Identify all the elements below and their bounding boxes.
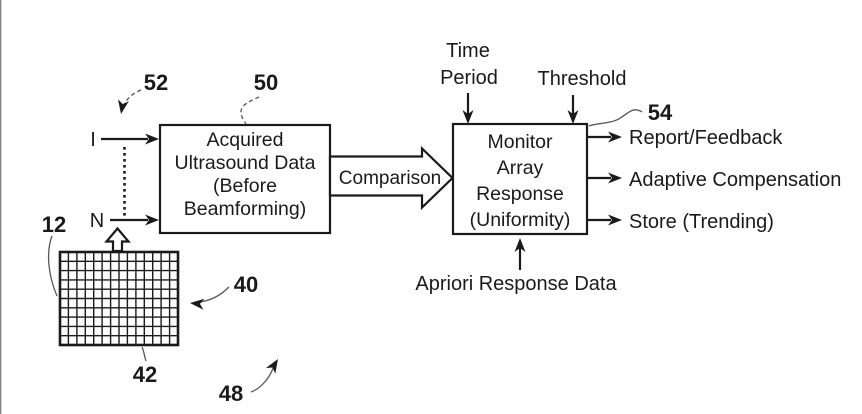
apriori-arrowhead-icon [514,238,526,252]
threshold-arrowhead-icon [567,110,579,124]
monitor-box-line4: (Uniformity) [470,209,571,231]
time-period-label-line1: Time [446,40,490,62]
channel-first-arrowhead-icon [145,133,159,145]
channel-first-label: I [90,129,96,151]
monitor-box-line3: Response [476,183,564,205]
time-period-label-line2: Period [440,67,498,89]
apriori-label: Apriori Response Data [415,273,617,295]
ref-42: 42 [133,362,157,387]
acquired-box-line3: (Before [213,175,277,197]
comparison-label: Comparison [339,168,441,189]
ref-48: 48 [219,381,243,406]
ref-48-arrowhead-icon [265,359,278,374]
ref-50-leader [240,96,260,125]
output-store-arrowhead-icon [608,214,622,226]
monitor-box-line1: Monitor [487,131,553,153]
channel-last-label: N [90,210,104,232]
time-period-arrowhead-icon [462,110,474,124]
ref-52-arrowhead-icon [118,99,129,114]
ref-40-arrowhead-icon [190,298,205,310]
ref-50: 50 [254,70,278,95]
monitor-box-line2: Array [497,157,544,179]
acquired-box-line4: Beamforming) [184,198,306,220]
ref-48-leader [250,365,275,393]
output-adaptive-arrowhead-icon [608,172,622,184]
transducer-open-arrow-icon [104,226,131,253]
output-report-arrowhead-icon [608,131,622,143]
ref-12: 12 [42,212,66,237]
output-report-label: Report/Feedback [629,127,783,149]
monitor-box [451,122,589,236]
ref-40: 40 [234,272,258,297]
channel-last-arrowhead-icon [145,214,159,226]
ref-54-leader [588,109,643,127]
ref-42-leader [141,346,147,362]
acquired-box-line1: Acquired [207,129,284,151]
threshold-label: Threshold [538,68,627,90]
ref-52: 52 [144,70,168,95]
ref-12-leader [47,235,58,297]
acquired-box-line2: Ultrasound Data [175,152,316,174]
transducer-grid [58,250,180,347]
output-adaptive-label: Adaptive Compensation [629,169,841,191]
output-store-label: Store (Trending) [629,211,774,233]
ref-54: 54 [648,100,673,125]
comparison-block-arrow [328,145,455,211]
